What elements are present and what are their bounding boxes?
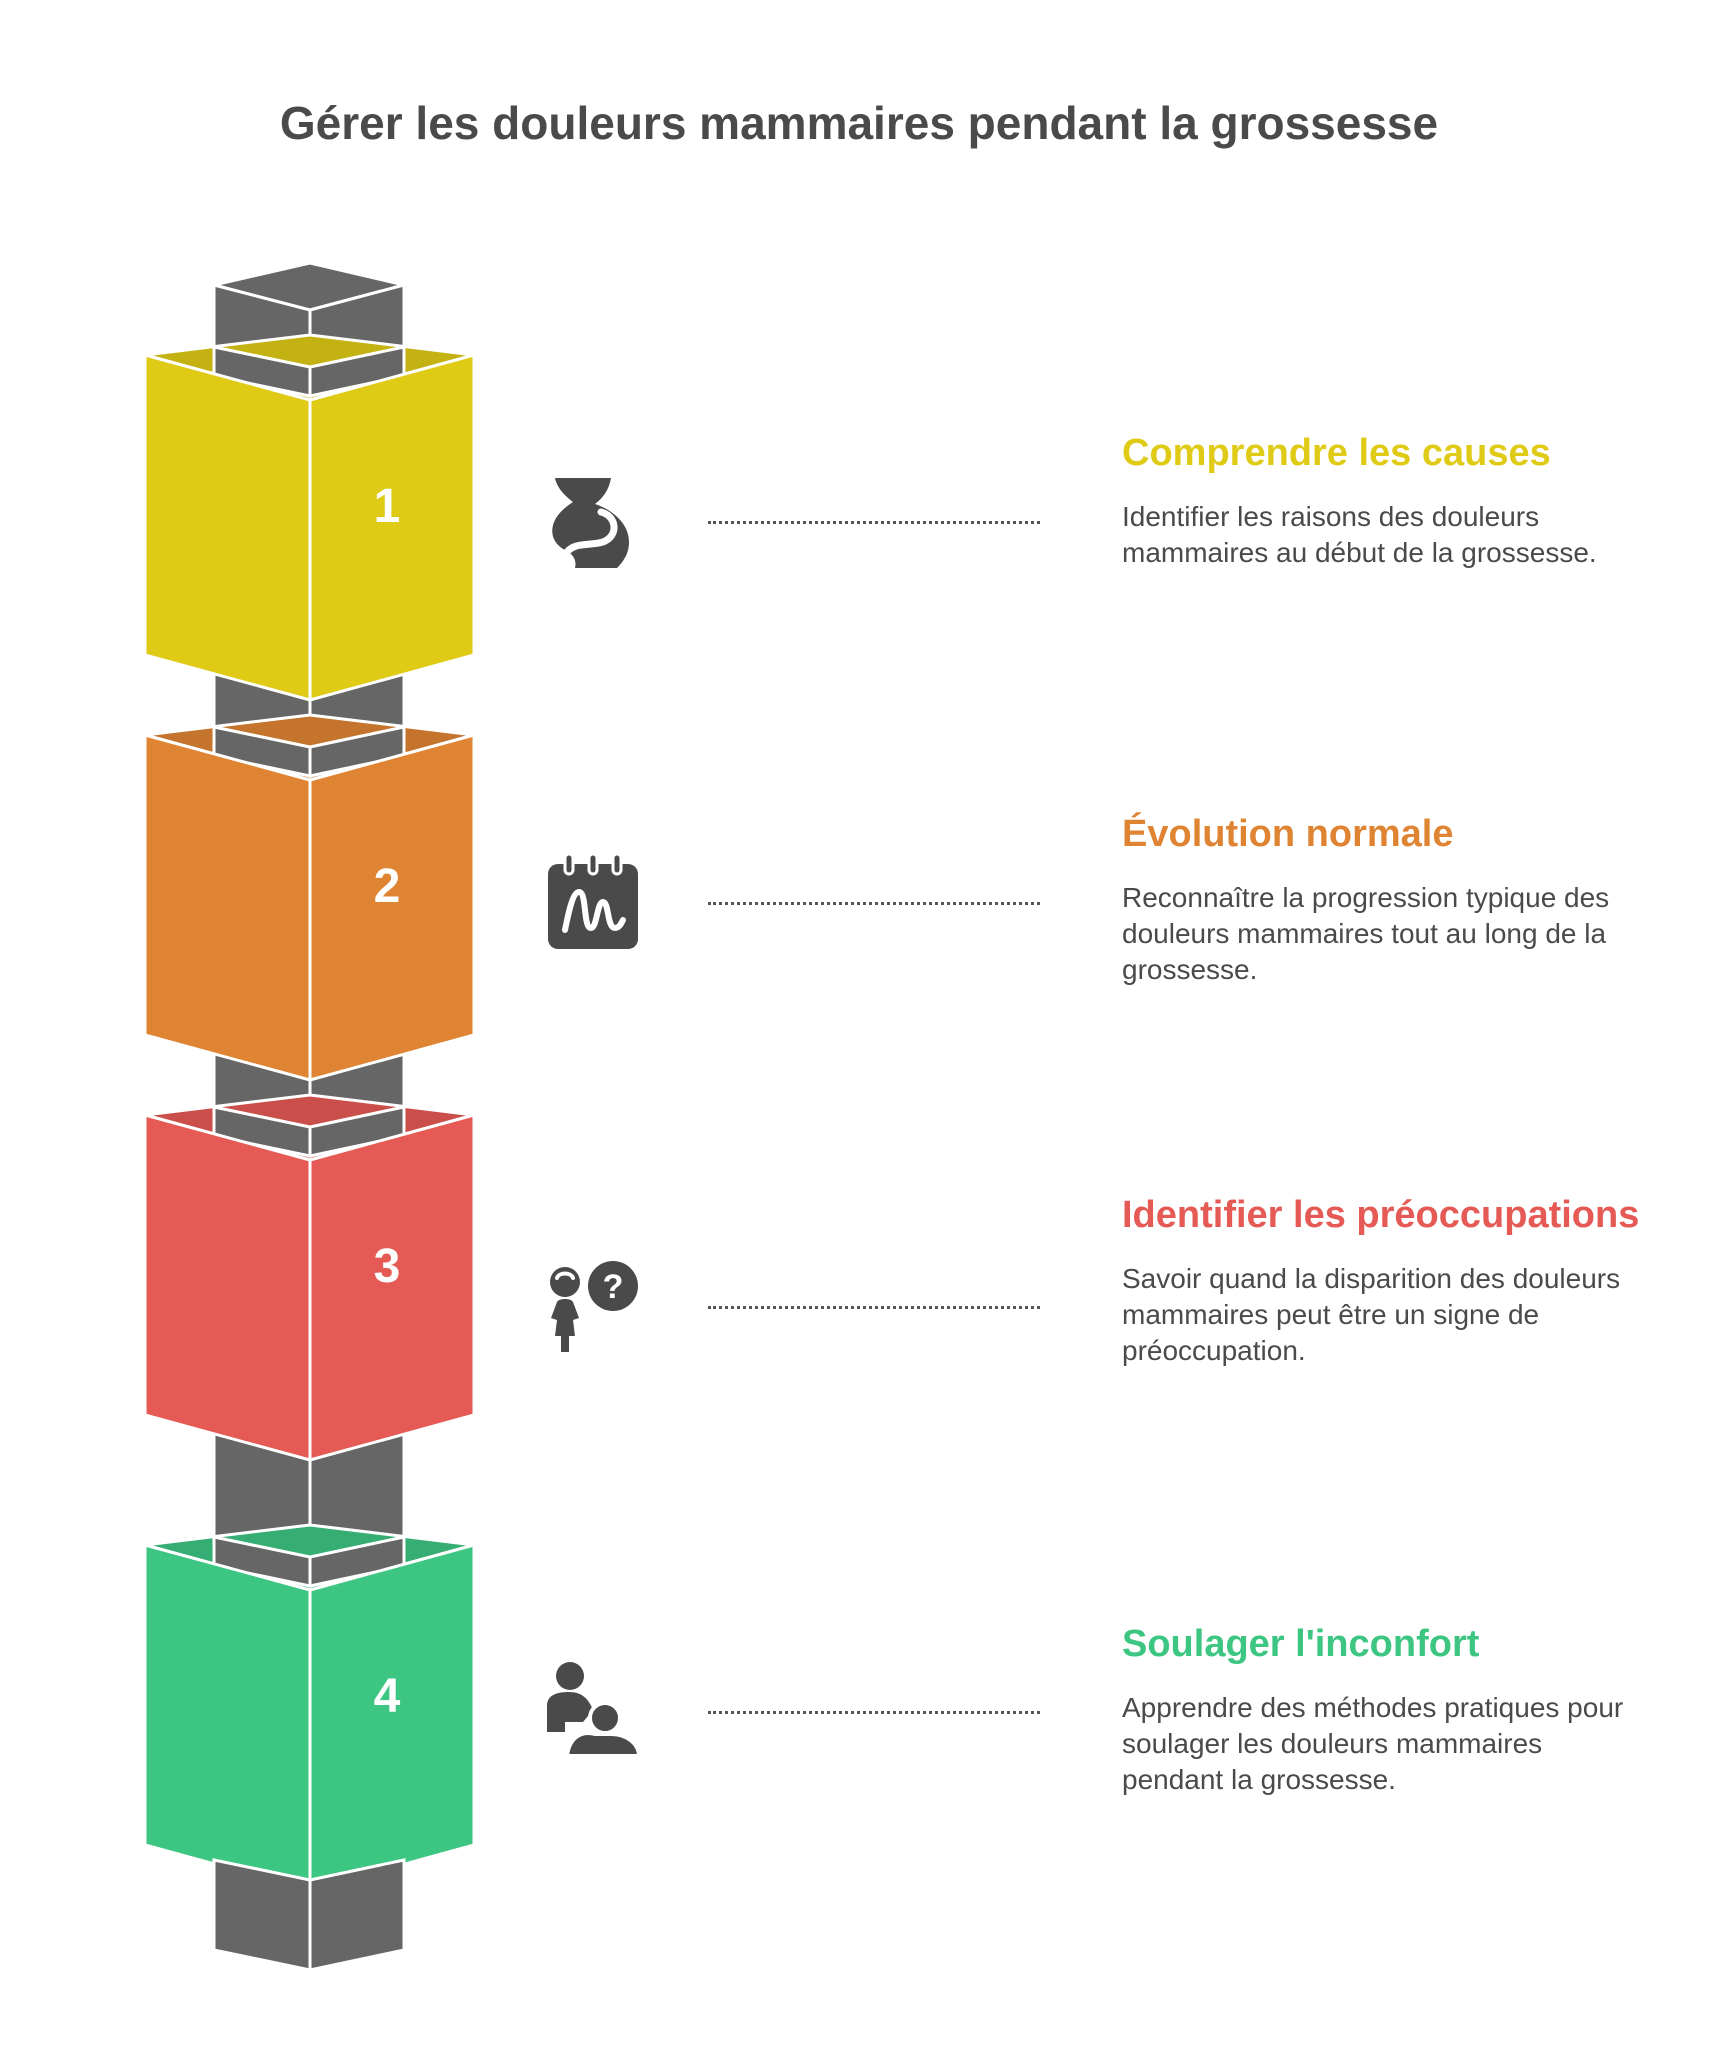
step-cube-3: 3	[143, 1093, 476, 1462]
step-4-text: Soulager l'inconfort Apprendre des métho…	[1122, 1621, 1642, 1798]
step-number-4: 4	[374, 1670, 401, 1723]
cube-left-face-2	[143, 733, 312, 1082]
step-2-heading: Évolution normale	[1122, 813, 1454, 855]
step-cube-2: 2	[143, 713, 476, 1082]
calendar-progress-icon	[543, 852, 643, 952]
dotted-connector-1	[708, 521, 1040, 524]
mother-baby-icon	[543, 1660, 643, 1760]
step-cubes: 1 2 3 4	[143, 333, 476, 1892]
step-number-1: 1	[374, 480, 401, 533]
cube-left-face-3	[143, 1113, 312, 1462]
cube-right-face-2	[308, 733, 476, 1082]
step-2-description: Reconnaître la progression typique des d…	[1122, 882, 1610, 985]
step-4-heading: Soulager l'inconfort	[1122, 1623, 1480, 1665]
step-3-text: Identifier les préoccupations Savoir qua…	[1122, 1192, 1642, 1369]
dotted-connector-3	[708, 1306, 1040, 1309]
page-title: Gérer les douleurs mammaires pendant la …	[279, 97, 1439, 149]
step-cube-4: 4	[143, 1523, 476, 1892]
step-number-3: 3	[374, 1240, 401, 1293]
step-4-description: Apprendre des méthodes pratiques pour so…	[1122, 1692, 1624, 1795]
step-1-description: Identifier les raisons des douleurs mamm…	[1122, 501, 1597, 568]
cube-left-face-4	[143, 1543, 312, 1892]
step-1-heading: Comprendre les causes	[1122, 432, 1551, 474]
dotted-connector-2	[708, 902, 1040, 905]
pregnant-belly-icon	[543, 470, 643, 570]
woman-question-icon: ?	[543, 1256, 643, 1356]
step-2-text: Évolution normale Reconnaître la progres…	[1122, 811, 1642, 988]
step-cube-1: 1	[143, 333, 476, 702]
cube-right-face-3	[308, 1113, 476, 1462]
cube-left-face-1	[143, 353, 312, 702]
cube-right-face-1	[308, 353, 476, 702]
dotted-connector-4	[708, 1711, 1040, 1714]
core-base-right	[308, 1858, 406, 1972]
core-base-left	[212, 1858, 312, 1972]
step-3-heading: Identifier les préoccupations	[1122, 1194, 1640, 1236]
step-number-2: 2	[374, 860, 401, 913]
cube-right-face-4	[308, 1543, 476, 1892]
svg-text:?: ?	[603, 1268, 624, 1306]
step-3-description: Savoir quand la disparition des douleurs…	[1122, 1263, 1621, 1366]
step-1-text: Comprendre les causes Identifier les rai…	[1122, 430, 1642, 571]
core-bottom-segment	[212, 1858, 406, 1972]
